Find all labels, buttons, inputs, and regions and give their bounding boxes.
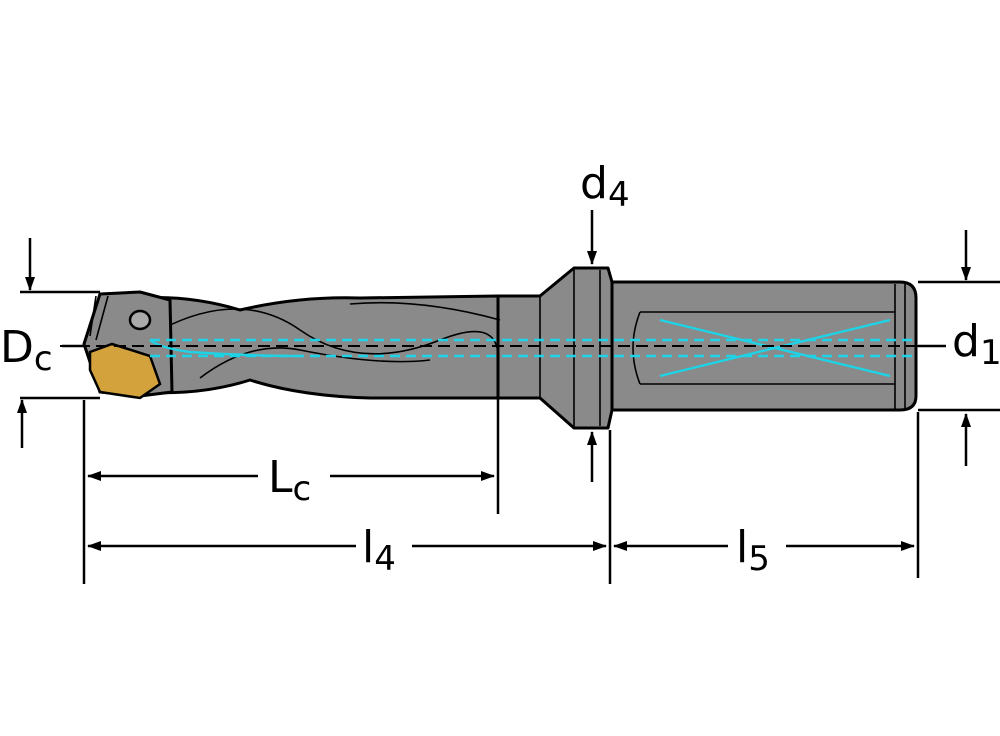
flute-1 bbox=[159, 308, 499, 361]
dim-Lc: Lc bbox=[87, 452, 495, 509]
dim-l5: l5 bbox=[613, 522, 915, 579]
l4-label: l4 bbox=[362, 522, 396, 579]
d1-label: d1 bbox=[952, 316, 1000, 373]
coolant-cross bbox=[659, 318, 891, 378]
flute-2 bbox=[199, 347, 431, 379]
insert-edge bbox=[89, 295, 109, 341]
dim-d1: d1 bbox=[918, 230, 1000, 466]
dim-Dc: Dc bbox=[0, 238, 84, 448]
drill-tool bbox=[60, 266, 945, 430]
flute-3 bbox=[349, 301, 501, 321]
Dc-label: Dc bbox=[0, 322, 53, 379]
screw-hole bbox=[128, 309, 152, 331]
shank-clamp-flat bbox=[632, 311, 895, 385]
dim-d4: d4 bbox=[580, 158, 630, 482]
dim-l4: l4 bbox=[87, 522, 607, 579]
d4-label: d4 bbox=[580, 158, 630, 215]
extension-lines bbox=[20, 280, 1000, 584]
l5-label: l5 bbox=[736, 522, 770, 579]
Lc-label: Lc bbox=[268, 452, 311, 509]
collar bbox=[494, 266, 614, 430]
